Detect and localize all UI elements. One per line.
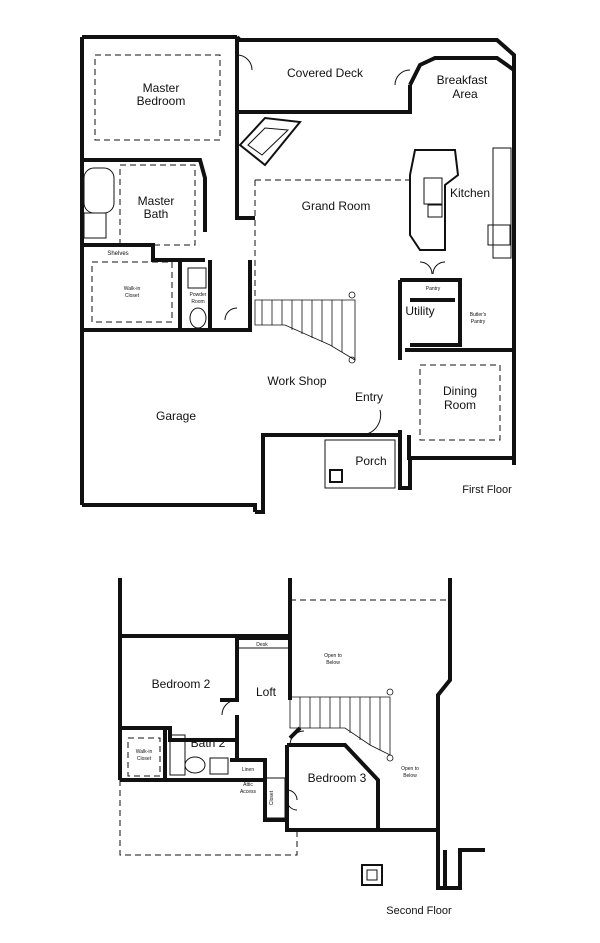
attic-access-label-1: Attic: [243, 782, 253, 788]
open-to-below-1-label-1: Open to: [324, 653, 342, 659]
master-bath-label-2: Bath: [144, 207, 169, 221]
kitchen-label: Kitchen: [450, 186, 490, 200]
first-floor-title: First Floor: [462, 484, 512, 496]
garage-label: Garage: [156, 409, 196, 423]
stairs-second-floor: [289, 688, 394, 762]
butlers-pantry-label-2: Pantry: [471, 319, 486, 325]
walk-in-closet-2-label-1: Walk-in: [136, 749, 153, 755]
bedroom-3-label: Bedroom 3: [308, 771, 367, 785]
dining-room-label-2: Room: [444, 398, 476, 412]
second-floor-plan: [118, 578, 485, 890]
bath-2-label: Bath 2: [191, 736, 226, 750]
loft-label: Loft: [256, 685, 277, 699]
desk-label: Desk: [256, 642, 268, 648]
walk-in-closet-2-label-2: Closet: [137, 756, 152, 762]
open-to-below-2-label-2: Below: [403, 773, 417, 779]
breakfast-area-label-1: Breakfast: [437, 73, 488, 87]
second-floor-title: Second Floor: [386, 905, 452, 917]
dining-room-label-1: Dining: [443, 384, 477, 398]
linen-label: Linen: [242, 767, 254, 773]
open-to-below-2-label-1: Open to: [401, 766, 419, 772]
walk-in-closet-label-1: Walk-in: [124, 286, 141, 292]
covered-deck-label: Covered Deck: [287, 66, 364, 80]
first-floor-plan: [80, 35, 516, 514]
powder-room-label-1: Powder: [190, 292, 207, 298]
powder-room-label-2: Room: [191, 299, 204, 305]
open-to-below-1-label-2: Below: [326, 660, 340, 666]
bedroom-2-label: Bedroom 2: [152, 677, 211, 691]
work-shop-label: Work Shop: [267, 374, 326, 388]
closet-label: Closet: [269, 790, 275, 805]
utility-label: Utility: [405, 304, 434, 318]
pantry-label: Pantry: [426, 286, 441, 292]
master-bath-label-1: Master: [138, 194, 175, 208]
porch-label: Porch: [355, 454, 386, 468]
grand-room-label: Grand Room: [302, 199, 371, 213]
walk-in-closet-label-2: Closet: [125, 293, 140, 299]
stairs-first-floor: [254, 291, 356, 364]
butlers-pantry-label-1: Butler's: [470, 312, 487, 318]
master-bedroom-label-2: Bedroom: [137, 94, 186, 108]
shelves-label: Shelves: [107, 251, 128, 257]
breakfast-area-label-2: Area: [452, 87, 478, 101]
attic-access-label-2: Access: [240, 789, 257, 795]
master-bedroom-label-1: Master: [143, 81, 180, 95]
entry-label: Entry: [355, 390, 383, 404]
